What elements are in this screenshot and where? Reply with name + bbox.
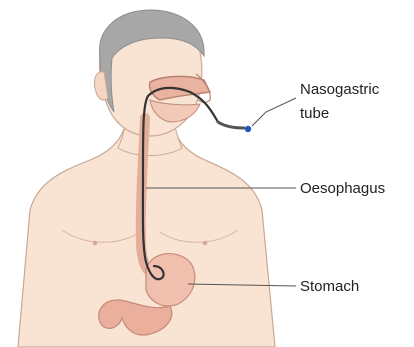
- tube-tip-icon: [245, 126, 251, 132]
- stomach-label: Stomach: [300, 278, 359, 295]
- tube-connector: [218, 122, 244, 128]
- tube-label-line1: Nasogastric: [300, 81, 380, 98]
- tube-leader-line: [252, 98, 296, 126]
- left-nipple: [93, 241, 98, 246]
- tube-label-line2: tube: [300, 105, 329, 122]
- oesophagus-label: Oesophagus: [300, 180, 385, 197]
- right-nipple: [203, 241, 208, 246]
